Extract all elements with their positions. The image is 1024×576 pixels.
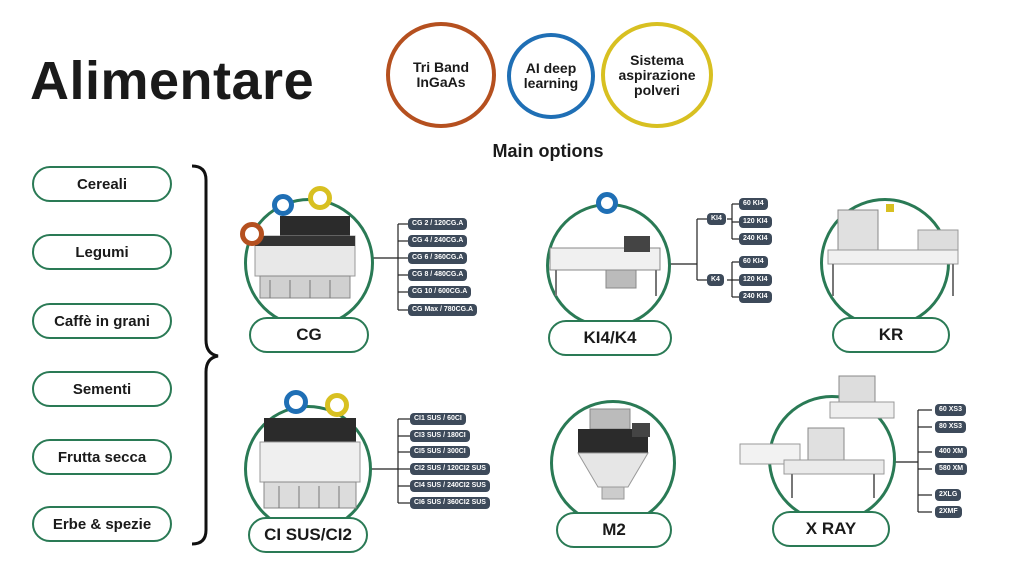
- ci-model-tag[interactable]: CI2 SUS / 120CI2 SUS: [410, 463, 490, 475]
- category-legumi[interactable]: Legumi: [32, 234, 172, 270]
- ki4-machine-image: [549, 236, 661, 296]
- ci-dust-option-ring: [325, 393, 349, 417]
- cg-model-tag[interactable]: CG 8 / 480CG.A: [408, 269, 468, 281]
- ki4-ai-option-ring: [596, 192, 618, 214]
- product-m2[interactable]: M2: [556, 512, 672, 548]
- option-ai-label: AI deep learning: [523, 60, 579, 91]
- cg-triband-option-ring: [240, 222, 264, 246]
- category-sementi[interactable]: Sementi: [32, 371, 172, 407]
- product-ki4-k4[interactable]: KI4/K4: [548, 320, 672, 356]
- ki4-model-tag[interactable]: 240 KI4: [739, 233, 772, 245]
- xray-model-tag[interactable]: 580 XM: [935, 463, 968, 475]
- cg-dust-option-ring: [308, 186, 332, 210]
- cg-ai-option-ring: [272, 194, 294, 216]
- ci-model-tag[interactable]: CI3 SUS / 180CI: [410, 430, 470, 442]
- option-tri-band: Tri Band InGaAs: [386, 22, 496, 128]
- product-kr[interactable]: KR: [832, 317, 950, 353]
- ci-model-tag[interactable]: CI1 SUS / 60CI: [410, 413, 466, 425]
- category-frutta-secca[interactable]: Frutta secca: [32, 439, 172, 475]
- option-dust-label: Sistema aspirazione polveri: [618, 51, 696, 98]
- ki4-model-tag[interactable]: 60 KI4: [739, 198, 768, 210]
- xray-machine-image: [739, 375, 895, 498]
- product-x-ray[interactable]: X RAY: [772, 511, 890, 547]
- cg-model-tag[interactable]: CG 6 / 360CG.A: [408, 252, 468, 264]
- product-cg[interactable]: CG: [249, 317, 369, 353]
- ci-model-tag[interactable]: CI4 SUS / 240CI2 SUS: [410, 480, 490, 492]
- ci-machine-image: [259, 418, 361, 509]
- cg-model-tag[interactable]: CG 10 / 600CG.A: [408, 286, 472, 298]
- page-title: Alimentare: [30, 51, 315, 111]
- m2-machine-image: [577, 408, 650, 500]
- xray-model-tag[interactable]: 2XMF: [935, 506, 962, 518]
- k4-model-tag[interactable]: 240 KI4: [739, 291, 772, 303]
- ci-ai-option-ring: [284, 390, 308, 414]
- option-ai-deep-learning: AI deep learning: [507, 33, 595, 119]
- option-dust-suction: Sistema aspirazione polveri: [601, 22, 713, 128]
- cg-model-tag[interactable]: CG 4 / 240CG.A: [408, 235, 468, 247]
- xray-model-tag[interactable]: 80 XS3: [935, 421, 966, 433]
- category-cereali[interactable]: Cereali: [32, 166, 172, 202]
- option-tri-band-label: Tri Band InGaAs: [412, 59, 469, 90]
- cg-model-tag[interactable]: CG Max / 780CG.A: [408, 304, 478, 316]
- k4-model-tag[interactable]: 60 KI4: [739, 256, 768, 268]
- xray-model-tag[interactable]: 60 XS3: [935, 404, 966, 416]
- product-ci-sus-ci2[interactable]: CI SUS/CI2: [248, 517, 368, 553]
- ki4-group-tag[interactable]: KI4: [707, 213, 726, 225]
- ki4-model-tag[interactable]: 120 KI4: [739, 216, 772, 228]
- main-options-heading: Main options: [492, 141, 604, 161]
- cg-machine-image: [254, 216, 356, 299]
- k4-group-tag[interactable]: K4: [707, 274, 724, 286]
- k4-model-tag[interactable]: 120 KI4: [739, 274, 772, 286]
- ci-model-tag[interactable]: CI5 SUS / 300CI: [410, 446, 470, 458]
- kr-machine-image: [827, 204, 959, 296]
- cg-model-tag[interactable]: CG 2 / 120CG.A: [408, 218, 468, 230]
- category-caffe[interactable]: Caffè in grani: [32, 303, 172, 339]
- xray-model-tag[interactable]: 2XLG: [935, 489, 962, 501]
- category-erbe-spezie[interactable]: Erbe & spezie: [32, 506, 172, 542]
- ci-model-tag[interactable]: CI6 SUS / 360CI2 SUS: [410, 497, 490, 509]
- xray-model-tag[interactable]: 400 XM: [935, 446, 968, 458]
